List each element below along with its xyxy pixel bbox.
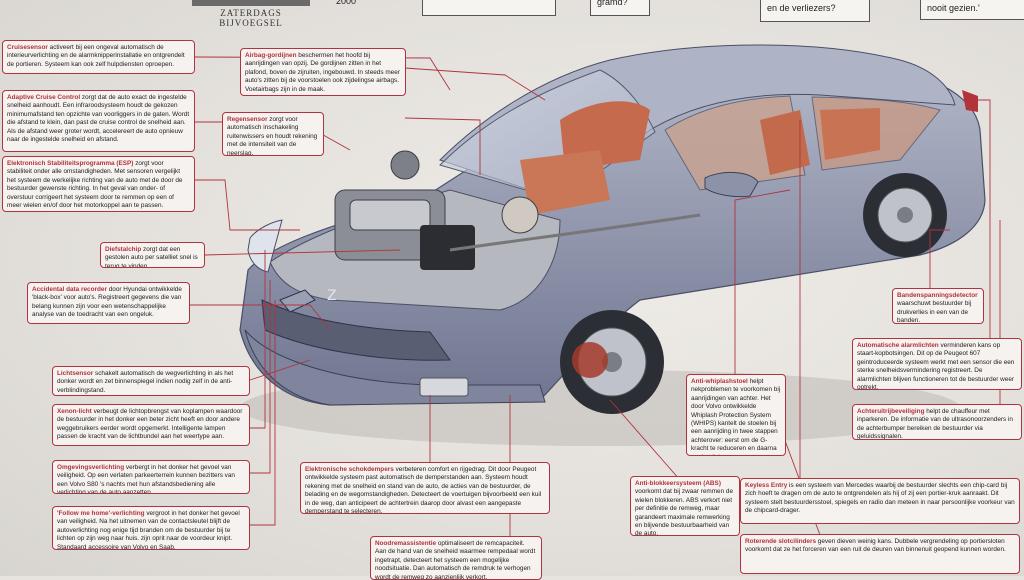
annotation-adaptive-cruise-control: Adaptive Cruise Control zorgt dat de aut… bbox=[2, 90, 195, 152]
top-box-1 bbox=[422, 0, 556, 16]
annotation-lichtsensor: Lichtsensor schakelt automatisch de wegv… bbox=[52, 366, 250, 396]
annotation-noodremassistentie: Noodremassistentie optimaliseert de remc… bbox=[370, 536, 542, 580]
annotation-anti-whiplashstoel: Anti-whiplashstoel helpt nekproblemen te… bbox=[686, 374, 786, 456]
annotation-airbag-gordijnen: Airbag-gordijnen beschermen het hoofd bi… bbox=[240, 48, 406, 96]
annotation-achteruitrijbeveiliging: Achteruitrijbeveiliging helpt de chauffe… bbox=[852, 404, 1022, 440]
annotation-accidental-data-recorder: Accidental data recorder door Hyundai on… bbox=[27, 282, 190, 324]
annotation-follow-me-home: 'Follow me home'-verlichting vergroot in… bbox=[52, 506, 250, 550]
annotation-omgevingsverlichting: Omgevingsverlichting verbergt in het don… bbox=[52, 460, 250, 494]
top-fragment-1: 2000 bbox=[336, 0, 357, 6]
annotation-keyless-entry: Keyless Entry is een systeem van Mercede… bbox=[740, 478, 1020, 524]
annotation-bandenspanningsdetector: Bandenspanningsdetector waarschuwt bestu… bbox=[892, 288, 984, 324]
annotation-regensensor: Regensensor zorgt voor automatisch insch… bbox=[222, 112, 324, 156]
annotation-cruisesensor: Cruisesensor activeert bij een ongeval a… bbox=[2, 40, 195, 74]
section-header: ZATERDAGS BIJVOEGSEL bbox=[192, 0, 310, 28]
annotation-xenon-licht: Xenon-licht verbeugt de lichtopbrengst v… bbox=[52, 404, 250, 446]
top-fragment-2: gramd? bbox=[590, 0, 650, 16]
top-fragment-4: nooit gezien.' bbox=[920, 0, 1024, 20]
annotation-elektronische-schokdempers: Elektronische schokdempers verbeteren co… bbox=[300, 462, 550, 514]
annotation-diefstalchip: Diefstalchip zorgt dat een gestolen auto… bbox=[100, 242, 205, 268]
annotation-abs: Anti-blokkeersysteem (ABS) voorkomt dat … bbox=[630, 476, 740, 536]
svg-text:Z: Z bbox=[327, 288, 337, 304]
top-fragment-3: en de verliezers? bbox=[760, 0, 870, 22]
annotation-roterende-slotcilinders: Roterende slotcilinders geven dieven wei… bbox=[740, 534, 1020, 574]
annotation-automatische-alarmlichten: Automatische alarmlichten verminderen ka… bbox=[852, 338, 1022, 390]
annotation-esp: Elektronisch Stabiliteitsprogramma (ESP)… bbox=[2, 156, 195, 212]
